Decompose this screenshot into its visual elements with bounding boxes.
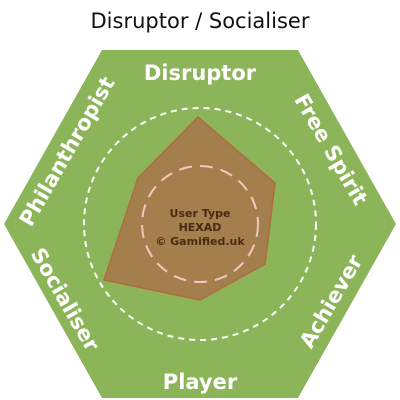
- center-label-copyright: © Gamified.uk: [155, 235, 245, 248]
- center-label-user-type: User Type: [170, 207, 231, 220]
- segment-label-player: Player: [163, 370, 238, 394]
- diagram-title: Disruptor / Socialiser: [91, 9, 310, 33]
- outer-dashed-circle: [83, 107, 317, 341]
- segment-label-disruptor: Disruptor: [144, 61, 257, 85]
- center-label-hexad: HEXAD: [179, 221, 222, 234]
- inner-dashed-circle: [141, 165, 259, 283]
- profile-polygon: [103, 115, 276, 301]
